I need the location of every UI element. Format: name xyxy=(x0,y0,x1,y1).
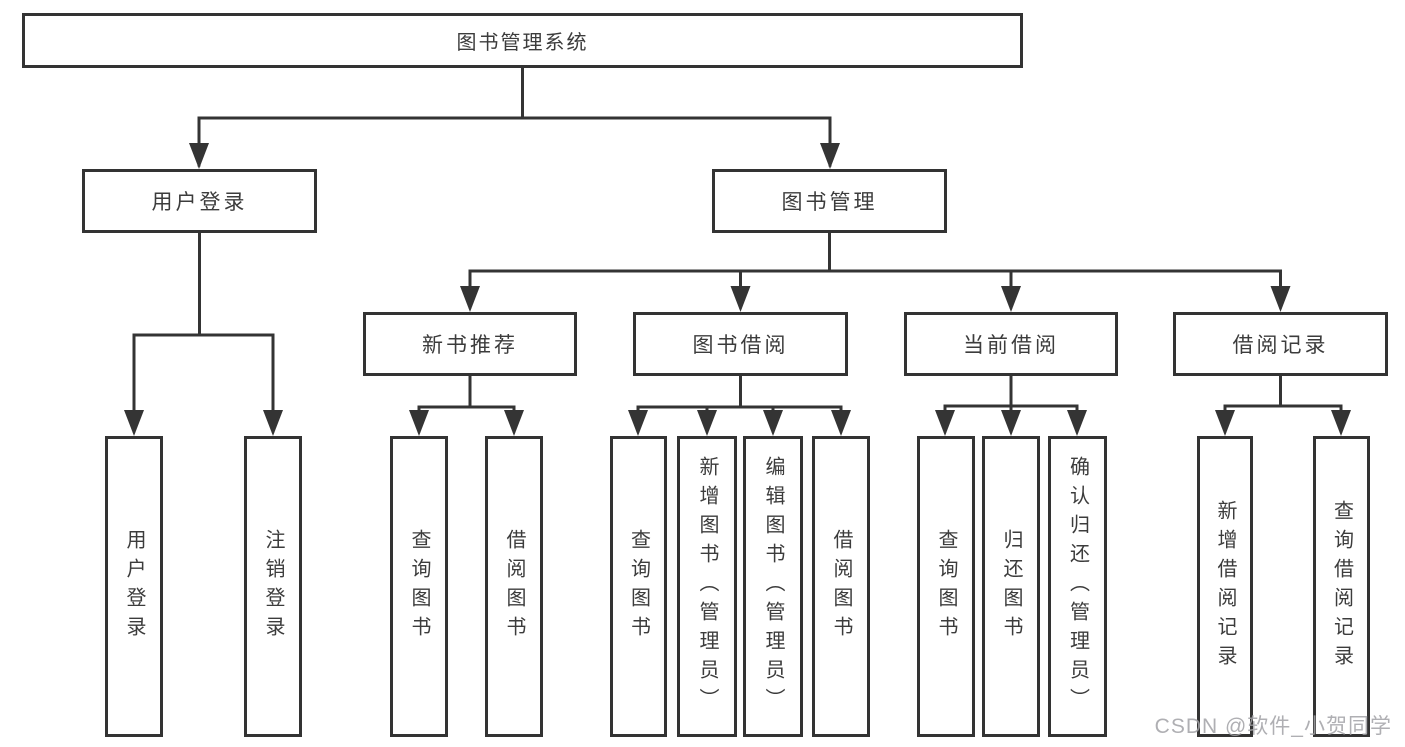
arrow-icon xyxy=(763,410,783,436)
arrow-icon xyxy=(460,286,480,312)
node-bb-add-book-admin: 新增图书（管理员） xyxy=(677,436,737,737)
connector-user-login xyxy=(132,231,275,433)
node-user-login: 用户登录 xyxy=(82,169,317,233)
arrow-icon xyxy=(189,143,209,169)
node-cb-query-book: 查询图书 xyxy=(917,436,975,737)
node-label: 归还图书 xyxy=(1000,528,1022,645)
arrow-icon xyxy=(831,410,851,436)
node-new-book-recommend: 新书推荐 xyxy=(363,312,577,376)
node-label: 当前借阅 xyxy=(963,334,1059,357)
node-bb-borrow-book: 借阅图书 xyxy=(812,436,870,737)
node-label: 新增图书（管理员） xyxy=(696,456,718,717)
arrow-icon xyxy=(628,410,648,436)
node-label: 编辑图书（管理员） xyxy=(762,456,784,717)
node-label: 确认归还（管理员） xyxy=(1066,456,1089,717)
arrow-icon xyxy=(504,410,524,436)
node-cb-confirm-return-admin: 确认归还（管理员） xyxy=(1048,436,1107,737)
connector-book-borrow xyxy=(636,374,843,433)
connector-new-book-recommend xyxy=(417,374,516,433)
arrowheads xyxy=(124,143,1351,436)
node-label: 借阅图书 xyxy=(830,528,852,645)
node-label: 图书管理系统 xyxy=(456,32,589,54)
node-borrow-record: 借阅记录 xyxy=(1173,312,1388,376)
node-root-system: 图书管理系统 xyxy=(22,13,1023,68)
arrow-icon xyxy=(1270,286,1291,312)
node-label: 新增借阅记录 xyxy=(1214,499,1236,674)
node-label: 图书借阅 xyxy=(692,334,789,357)
connector-root xyxy=(197,66,832,167)
node-label: 查询图书 xyxy=(935,528,957,645)
node-label: 查询图书 xyxy=(408,528,430,645)
node-book-borrow: 图书借阅 xyxy=(633,312,848,376)
arrow-icon xyxy=(1215,410,1235,436)
node-label: 用户登录 xyxy=(151,191,248,214)
node-label: 查询图书 xyxy=(627,528,650,645)
node-label: 借阅记录 xyxy=(1232,334,1329,357)
node-user-login-leaf: 用户登录 xyxy=(105,436,163,737)
node-nbr-query-book: 查询图书 xyxy=(390,436,448,737)
arrow-icon xyxy=(935,410,955,436)
arrow-icon xyxy=(820,143,840,169)
node-current-borrow: 当前借阅 xyxy=(904,312,1118,376)
arrow-icon xyxy=(730,286,751,312)
node-label: 图书管理 xyxy=(781,191,878,214)
node-br-query-record: 查询借阅记录 xyxy=(1313,436,1370,737)
node-br-add-record: 新增借阅记录 xyxy=(1197,436,1253,737)
node-label: 注销登录 xyxy=(262,528,284,645)
arrow-icon xyxy=(409,410,429,436)
node-bb-edit-book-admin: 编辑图书（管理员） xyxy=(743,436,803,737)
node-label: 查询借阅记录 xyxy=(1330,499,1353,674)
node-cb-return-book: 归还图书 xyxy=(982,436,1040,737)
arrow-icon xyxy=(1001,286,1021,312)
arrow-icon xyxy=(1331,410,1351,436)
connector-borrow-record xyxy=(1223,374,1343,433)
node-label: 借阅图书 xyxy=(503,528,525,645)
node-label: 新书推荐 xyxy=(422,334,518,357)
arrow-icon xyxy=(263,410,283,436)
arrow-icon xyxy=(1001,410,1021,436)
node-label: 用户登录 xyxy=(123,528,145,645)
connector-book-management xyxy=(468,231,1282,309)
arrow-icon xyxy=(697,410,717,436)
node-logout-leaf: 注销登录 xyxy=(244,436,302,737)
node-nbr-borrow-book: 借阅图书 xyxy=(485,436,543,737)
node-bb-query-book: 查询图书 xyxy=(610,436,667,737)
arrow-icon xyxy=(124,410,144,436)
arrow-icon xyxy=(1067,410,1087,436)
node-book-management: 图书管理 xyxy=(712,169,947,233)
